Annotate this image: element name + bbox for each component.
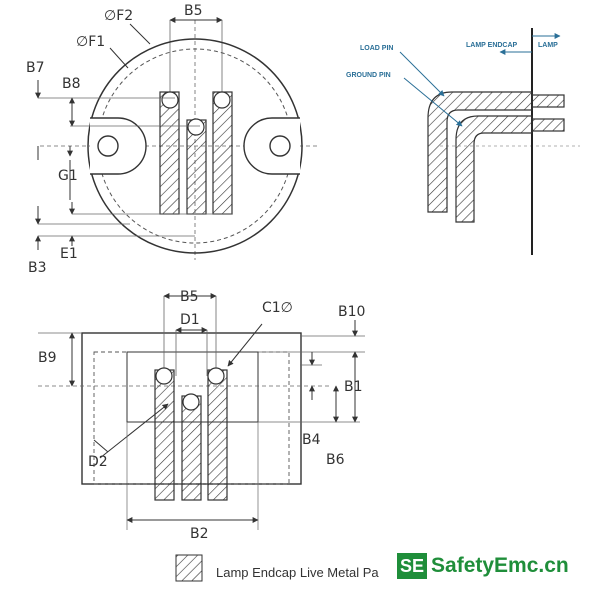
label-e1: E1 bbox=[60, 246, 78, 262]
legend-label: Lamp Endcap Live Metal Pa bbox=[216, 565, 379, 580]
legend: Lamp Endcap Live Metal Pa bbox=[175, 554, 379, 582]
top-view: ∅F2 B5 ∅F1 B7 B8 G1 E1 B3 bbox=[26, 3, 320, 276]
bottom-view: B5 D1 C1∅ B10 B9 B1 B4 B6 D2 B2 bbox=[38, 289, 365, 542]
side-view: LOAD PIN GROUND PIN LAMP ENDCAP LAMP bbox=[346, 28, 580, 255]
watermark: SE SafetyEmc.cn bbox=[397, 552, 573, 580]
label-b4: B4 bbox=[302, 432, 321, 448]
label-b1: B1 bbox=[344, 379, 363, 395]
endcap-outer-circle bbox=[87, 38, 303, 254]
label-b9: B9 bbox=[38, 350, 57, 366]
label-f1: ∅F1 bbox=[76, 34, 105, 50]
label-ground-pin: GROUND PIN bbox=[346, 72, 391, 79]
label-b3: B3 bbox=[28, 260, 47, 276]
label-d1: D1 bbox=[180, 312, 200, 328]
label-d2: D2 bbox=[88, 454, 108, 470]
watermark-badge: SE bbox=[397, 553, 428, 579]
label-f2: ∅F2 bbox=[104, 8, 133, 24]
label-b10: B10 bbox=[338, 304, 365, 320]
label-b5-bottom: B5 bbox=[180, 289, 199, 305]
label-b6: B6 bbox=[326, 452, 345, 468]
bottom-pins bbox=[154, 367, 228, 501]
label-g1: G1 bbox=[58, 168, 78, 184]
label-b2: B2 bbox=[190, 526, 209, 542]
label-c1: C1∅ bbox=[262, 300, 293, 316]
label-b8: B8 bbox=[62, 76, 81, 92]
label-b7: B7 bbox=[26, 60, 45, 76]
watermark-text: SafetyEmc.cn bbox=[431, 554, 569, 577]
label-lamp-endcap: LAMP ENDCAP bbox=[466, 42, 518, 49]
legend-hatch-swatch bbox=[175, 554, 203, 582]
label-b5-top: B5 bbox=[184, 3, 203, 19]
label-lamp: LAMP bbox=[538, 42, 558, 49]
label-load-pin: LOAD PIN bbox=[360, 45, 393, 52]
top-pins bbox=[159, 91, 233, 215]
